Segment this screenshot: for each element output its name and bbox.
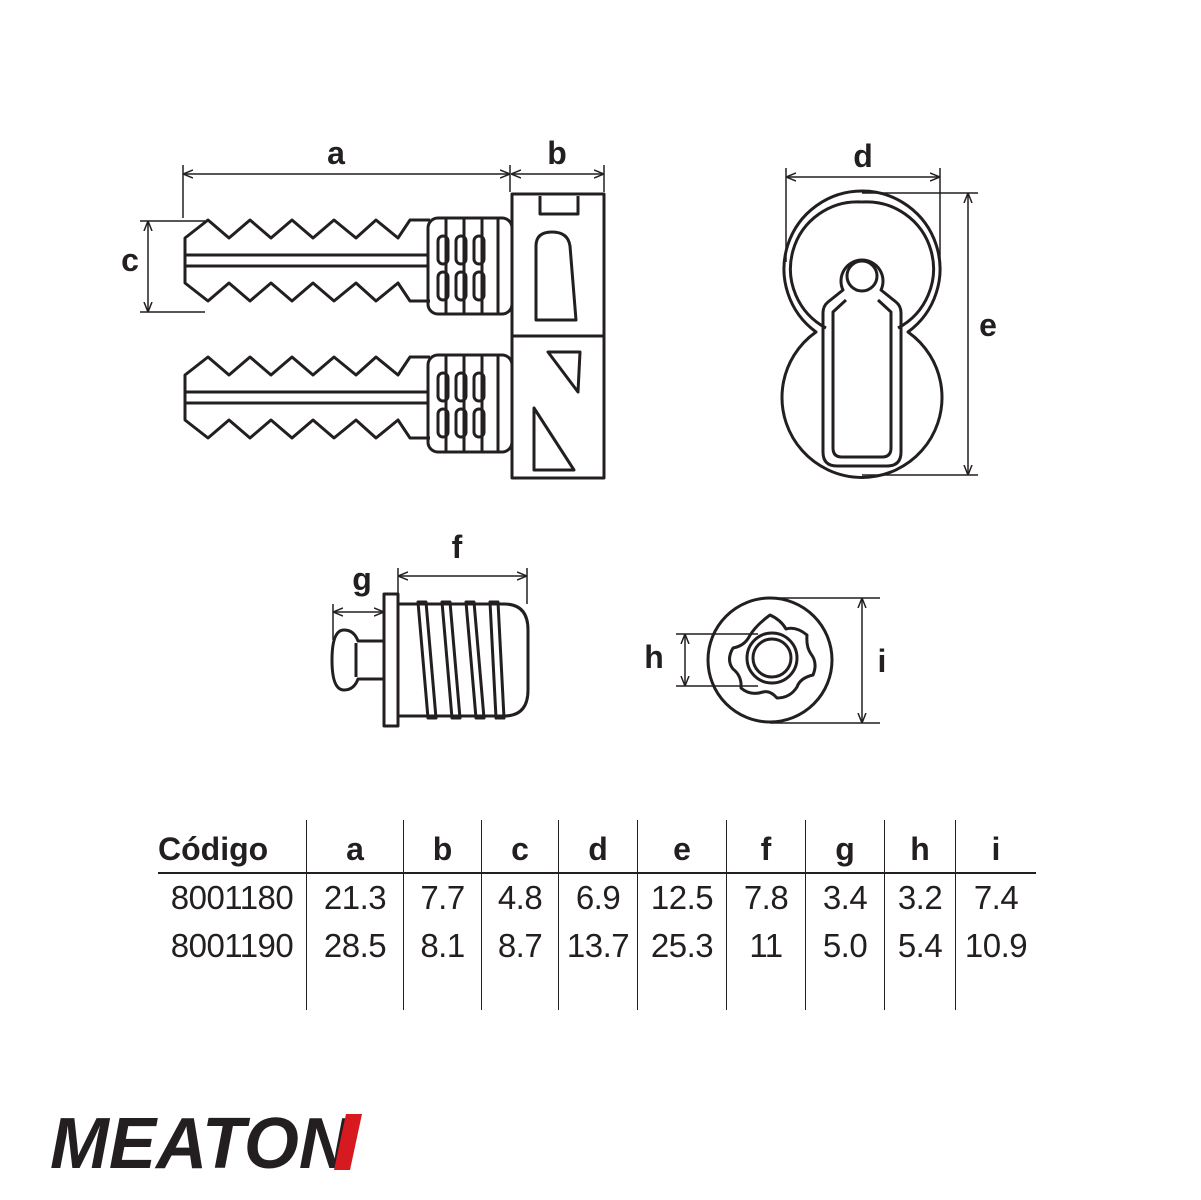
- dimension-label-d: d: [853, 138, 873, 174]
- dowel-head: [510, 192, 606, 480]
- table-spacer-row: [158, 970, 1036, 1010]
- dimension-d: d: [785, 138, 941, 262]
- cell-c: 8.7: [481, 922, 559, 970]
- table-row: 8001190 28.5 8.1 8.7 13.7 25.3 11 5.0 5.…: [158, 922, 1036, 970]
- header-f: f: [726, 820, 806, 874]
- header-b: b: [403, 820, 482, 874]
- dimension-g: g: [332, 561, 385, 640]
- cell-d: 6.9: [558, 873, 638, 922]
- cell-f: 11: [726, 922, 806, 970]
- cell-e: 25.3: [637, 922, 727, 970]
- dimension-i: i: [770, 597, 887, 724]
- upper-prong: [183, 216, 514, 316]
- cell-d: 13.7: [558, 922, 638, 970]
- dimension-label-g: g: [352, 561, 372, 597]
- technical-drawing: a b c d e: [121, 135, 997, 728]
- cell-e: 12.5: [637, 873, 727, 922]
- dowel-side-view: [183, 192, 606, 480]
- dimension-label-b: b: [547, 135, 567, 171]
- cell-a: 28.5: [306, 922, 404, 970]
- header-h: h: [884, 820, 956, 874]
- meaton-logo: MEATON: [50, 1112, 362, 1174]
- table-header-row: Código a b c d e f g h i: [158, 820, 1036, 874]
- header-c: c: [481, 820, 559, 874]
- cell-code: 8001180: [170, 879, 294, 916]
- header-d: d: [558, 820, 638, 874]
- cell-c: 4.8: [481, 873, 559, 922]
- cell-b: 7.7: [403, 873, 482, 922]
- cell-h: 3.2: [884, 873, 956, 922]
- header-a: a: [306, 820, 404, 874]
- dimension-label-h: h: [644, 639, 664, 675]
- dimension-a: a: [182, 135, 511, 218]
- cell-i: 7.4: [955, 873, 1036, 922]
- cell-g: 3.4: [805, 873, 885, 922]
- insert-side-view: [330, 592, 530, 728]
- dimension-b: b: [512, 135, 605, 192]
- dimension-label-f: f: [452, 529, 463, 565]
- cell-b: 8.1: [403, 922, 482, 970]
- cell-f: 7.8: [726, 873, 806, 922]
- dimension-label-a: a: [327, 135, 345, 171]
- cell-a: 21.3: [306, 873, 404, 922]
- dimension-label-i: i: [878, 643, 887, 679]
- header-e: e: [637, 820, 727, 874]
- brand-name: MEATON: [50, 1112, 352, 1174]
- logo-accent-mark: [334, 1114, 362, 1170]
- header-i: i: [955, 820, 1036, 874]
- cell-g: 5.0: [805, 922, 885, 970]
- cell-code: 8001190: [170, 927, 294, 964]
- header-g: g: [805, 820, 885, 874]
- cell-h: 5.4: [884, 922, 956, 970]
- table-row: 8001180 21.3 7.7 4.8 6.9 12.5 7.8 3.4 3.…: [158, 873, 1036, 922]
- insert-front-view: [706, 596, 834, 724]
- dimension-f: f: [397, 529, 528, 604]
- lower-prong: [183, 353, 514, 454]
- dimension-label-e: e: [979, 307, 997, 343]
- dimension-h: h: [644, 633, 758, 687]
- header-codigo: Código: [158, 820, 307, 874]
- dimension-c: c: [121, 220, 205, 313]
- dimension-label-c: c: [121, 242, 139, 278]
- cell-i: 10.9: [955, 922, 1036, 970]
- dimensions-table: Código a b c d e f g h i 8001180 21.3 7.…: [158, 820, 1036, 1010]
- dowel-front-view: [780, 189, 944, 479]
- dimension-e: e: [862, 192, 997, 476]
